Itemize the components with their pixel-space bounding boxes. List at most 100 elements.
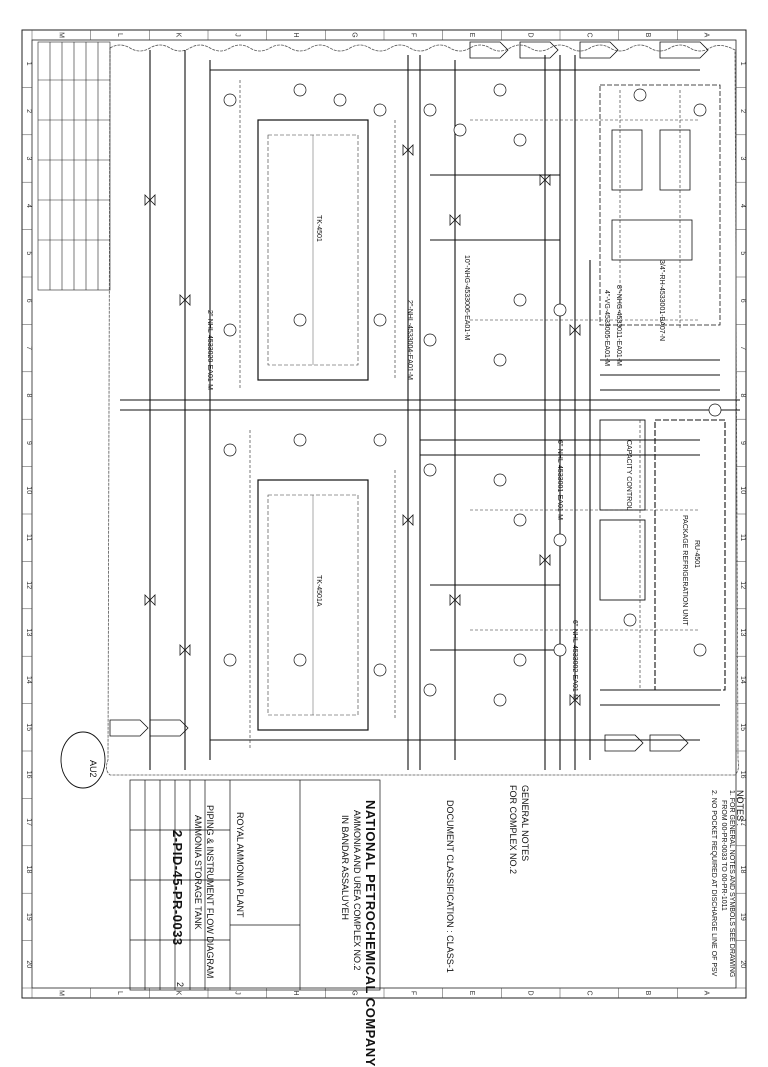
outer-frame bbox=[21, 29, 747, 999]
signal-lines bbox=[239, 80, 700, 750]
for-complex: FOR COMPLEX NO.2 bbox=[508, 785, 518, 875]
instrument-bubble bbox=[513, 133, 527, 147]
grid-row-label: A bbox=[703, 33, 710, 38]
grid-row-label: C bbox=[585, 32, 592, 37]
grid-col-label: 9 bbox=[25, 441, 32, 445]
grid-row-label: J bbox=[233, 991, 240, 995]
drawing-title-1: PIPING & INSTRUMENT FLOW DIAGRAM bbox=[205, 805, 215, 979]
instrument-bubble bbox=[513, 513, 527, 527]
instrument-bubble bbox=[423, 333, 437, 347]
instrument-bubble bbox=[423, 463, 437, 477]
instrument-bubble bbox=[293, 433, 307, 447]
document-classification: DOCUMENT CLASSIFICATION : CLASS-1 bbox=[445, 800, 455, 973]
instrument-block-upper-right bbox=[599, 84, 721, 326]
notes-title: NOTES : bbox=[735, 790, 745, 827]
valve bbox=[179, 644, 191, 656]
tank-tk-4501[interactable] bbox=[257, 119, 369, 381]
grid-col-label: 2 bbox=[739, 109, 746, 113]
package-ru-4501[interactable] bbox=[599, 419, 726, 691]
instrument-bubble bbox=[373, 313, 387, 327]
grid-row-label: F bbox=[409, 33, 416, 37]
instrument-bubble bbox=[373, 433, 387, 447]
note-1b: FROM 00-PR-0033 TO 00-PR-1011 bbox=[720, 800, 727, 911]
process-lines bbox=[120, 50, 740, 770]
grid-col-label: 8 bbox=[739, 394, 746, 398]
project-name: AMMONIA AND UREA COMPLEX NO.2 bbox=[352, 810, 362, 971]
instrument-bubble bbox=[553, 643, 567, 657]
grid-col-label: 16 bbox=[739, 771, 746, 779]
instrument-bubble bbox=[553, 303, 567, 317]
grid-col-label: 4 bbox=[25, 204, 32, 208]
grid-col-label: 7 bbox=[25, 346, 32, 350]
grid-col-label: 3 bbox=[25, 157, 32, 161]
line-vg-label: 4"-VG-4533005-EA01-M bbox=[603, 290, 610, 367]
instrument-bubble bbox=[423, 683, 437, 697]
grid-col-label: 17 bbox=[25, 818, 32, 826]
valve bbox=[449, 594, 461, 606]
grid-col-label: 1 bbox=[739, 62, 746, 66]
valve bbox=[539, 554, 551, 566]
company-name: NATIONAL PETROCHEMICAL COMPANY bbox=[363, 800, 378, 1067]
grid-col-label: 5 bbox=[25, 251, 32, 255]
valve bbox=[402, 144, 414, 156]
instrument-bubble bbox=[453, 123, 467, 137]
title-block bbox=[129, 779, 381, 991]
grid-col-label: 20 bbox=[739, 960, 746, 968]
grid-col-label: 13 bbox=[739, 629, 746, 637]
grid-col-label: 16 bbox=[25, 771, 32, 779]
grid-row-label: M bbox=[57, 990, 64, 996]
instrument-bubble bbox=[223, 653, 237, 667]
grid-row-label: C bbox=[585, 990, 592, 995]
grid-col-label: 15 bbox=[739, 723, 746, 731]
grid-col-label: 10 bbox=[739, 486, 746, 494]
grid-row-label: K bbox=[175, 33, 182, 38]
line-bottom2-label: 6"-NHL-4533002-EA01-M bbox=[571, 620, 578, 700]
instrument-bubble bbox=[223, 93, 237, 107]
grid-col-label: 14 bbox=[739, 676, 746, 684]
grid-col-label: 1 bbox=[25, 62, 32, 66]
project-location: IN BANDAR ASSALUYEH bbox=[340, 815, 350, 921]
grid-row-label: G bbox=[351, 990, 358, 995]
valve bbox=[539, 174, 551, 186]
general-notes-title: GENERAL NOTES bbox=[520, 785, 530, 862]
instrument-bubbles bbox=[223, 83, 722, 707]
note-1: 1. FOR GENERAL NOTES AND SYMBOLS SEE DRA… bbox=[728, 790, 735, 978]
instrument-bubble bbox=[513, 293, 527, 307]
instrument-bubble bbox=[623, 613, 637, 627]
line-vapor-label: 10"-NHG-4533006-EA01-M bbox=[463, 255, 470, 341]
grid-col-label: 17 bbox=[739, 818, 746, 826]
instrument-bubble bbox=[553, 533, 567, 547]
line-mid-label: 2"-NHL-4533004-EA01-M bbox=[406, 300, 413, 380]
grid-row-label: D bbox=[527, 990, 534, 995]
revision-cloud-au2 bbox=[60, 731, 106, 789]
grid-col-label: 11 bbox=[739, 534, 746, 541]
grid-col-label: 6 bbox=[739, 299, 746, 303]
grid-row-label: L bbox=[116, 33, 123, 37]
grid-row-label: J bbox=[233, 33, 240, 37]
drawing-number: 2-PID-45-PR-0033 bbox=[170, 830, 185, 946]
tank-tk-4501a[interactable] bbox=[257, 479, 369, 731]
capacity-control-label: CAPACITY CONTROL bbox=[625, 440, 632, 511]
grid-row-label: E bbox=[468, 991, 475, 996]
plant-name: ROYAL AMMONIA PLANT bbox=[235, 812, 245, 918]
grid-col-label: 5 bbox=[739, 251, 746, 255]
line-nhg-label: 8"-NHG-4533011-EA01-M bbox=[615, 285, 622, 366]
line-bottom1-label: 6"-NHL-4533001-EA01-M bbox=[556, 440, 563, 520]
grid-row-label: F bbox=[409, 991, 416, 995]
grid-col-label: 19 bbox=[739, 913, 746, 921]
grid-row-label: L bbox=[116, 991, 123, 995]
grid-col-label: 3 bbox=[739, 157, 746, 161]
grid-row-label: A bbox=[703, 991, 710, 996]
grid-col-label: 2 bbox=[25, 109, 32, 113]
grid-col-label: 14 bbox=[25, 676, 32, 684]
grid-col-label: 4 bbox=[739, 204, 746, 208]
grid-col-label: 8 bbox=[25, 394, 32, 398]
instrument-bubble bbox=[423, 103, 437, 117]
grid-col-label: 7 bbox=[739, 346, 746, 350]
valve bbox=[144, 594, 156, 606]
inner-frame bbox=[31, 39, 737, 989]
instrument-bubble bbox=[293, 313, 307, 327]
drawing-title-2: AMMONIA STORAGE TANK bbox=[193, 815, 203, 930]
